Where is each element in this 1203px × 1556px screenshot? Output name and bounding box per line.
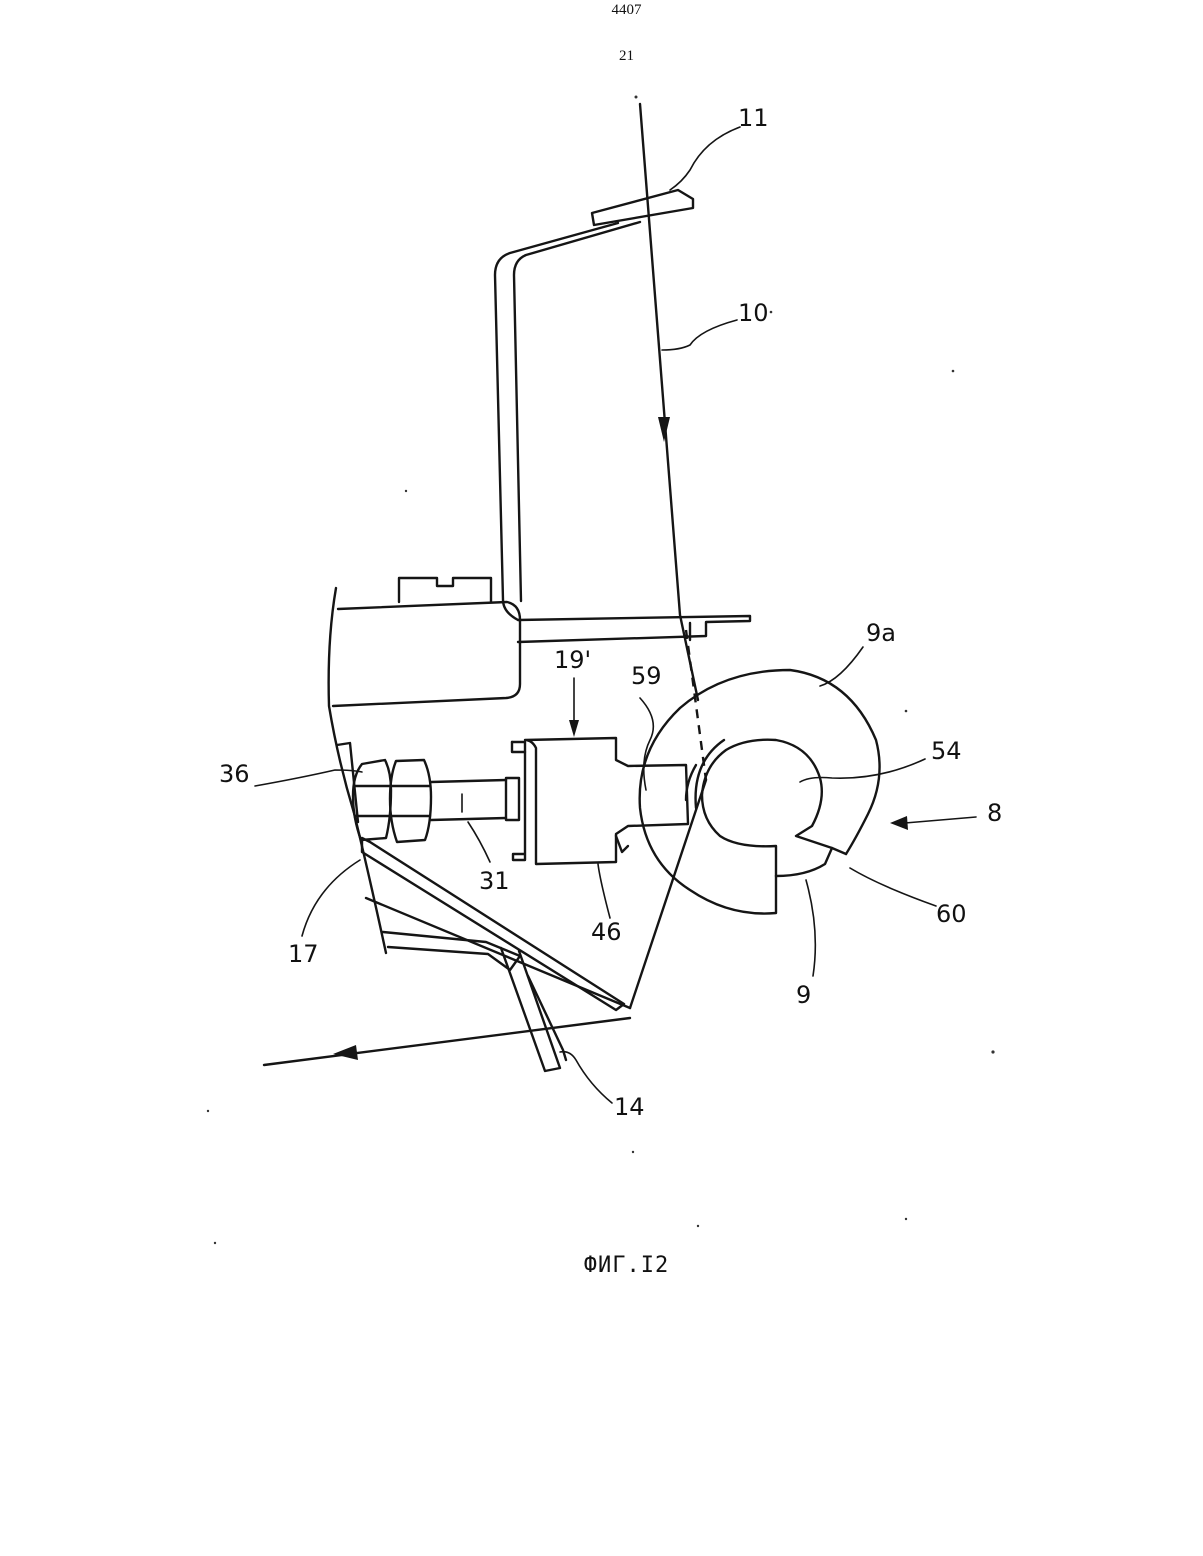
cutter-body [512,738,688,864]
arrow-19 [569,678,579,737]
label-60: 60 [936,900,967,928]
nuts [353,760,431,842]
thread-arrow-down [658,417,670,442]
label-31: 31 [479,867,510,895]
label-54: 54 [931,737,962,765]
label-14: 14 [614,1093,645,1121]
label-46: 46 [591,918,622,946]
label-8: 8 [987,799,1002,827]
label-36: 36 [219,760,250,788]
label-11: 11 [738,104,769,132]
reference-labels: 11 10 9a 19' 59 54 36 8 31 46 60 17 9 14 [219,104,1002,1121]
label-9a: 9a [866,619,896,647]
label-59: 59 [631,662,662,690]
thread-arrow-left [333,1045,358,1060]
label-9: 9 [796,981,811,1009]
scan-specks [207,96,995,1245]
cutting-disc [640,670,880,914]
figure-caption: ФИГ.I2 [0,1253,1203,1278]
leader-lines [255,127,936,1103]
lower-bracket [501,948,566,1071]
thread-path [264,104,706,1065]
label-19: 19' [554,646,591,674]
bolt-shaft [431,778,519,820]
base-plate [518,616,750,642]
label-17: 17 [288,940,319,968]
housing-block [329,578,520,953]
label-10: 10 [738,299,769,327]
arrow-8 [890,816,976,830]
